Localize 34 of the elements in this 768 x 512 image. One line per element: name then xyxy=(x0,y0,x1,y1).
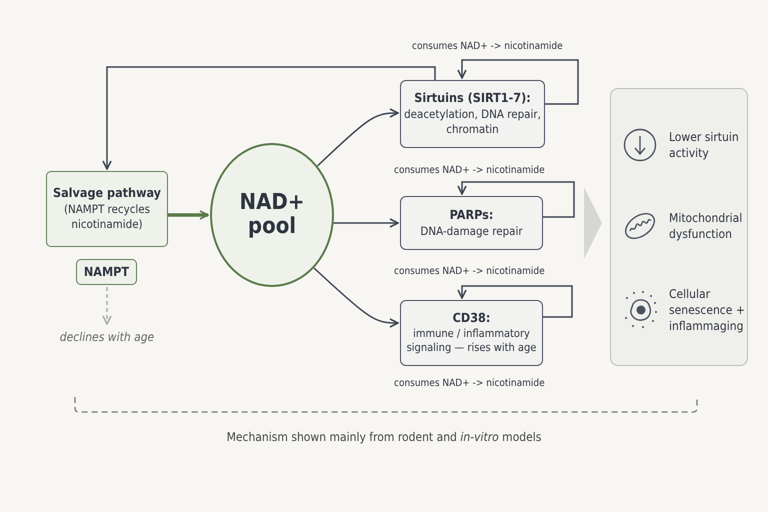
box-title: Sirtuins (SIRT1-7): xyxy=(414,90,531,107)
arrow xyxy=(334,218,399,228)
arrow xyxy=(102,287,112,325)
box-title: PARPs: xyxy=(450,206,494,224)
arrow xyxy=(457,285,573,318)
note-text: declines with age xyxy=(60,328,154,346)
enzyme-box xyxy=(400,300,543,366)
arrow xyxy=(316,108,399,167)
arrow xyxy=(168,210,209,220)
arrow xyxy=(313,267,399,328)
box-description: immune / inflammatory signaling — rises with age xyxy=(406,326,538,356)
box-description: (NAMPT recycles nicotinamide) xyxy=(62,202,152,233)
box-title: Salvage pathway xyxy=(53,185,161,202)
box-title: NAMPT xyxy=(84,264,130,280)
outcome-text: Mitochondrial dysfunction xyxy=(669,210,743,242)
process-box xyxy=(46,171,168,247)
box-description: deacetylation, DNA repair, chromatin xyxy=(403,106,542,138)
enzyme-box xyxy=(400,196,543,250)
outcome-text: Lower sirtuin activity xyxy=(669,128,740,162)
outcome-text: Cellular senescence + inflammaging xyxy=(669,286,746,334)
enzyme-box xyxy=(76,259,137,285)
consumption-note: consumes NAD+ -> nicotinamide xyxy=(412,41,563,52)
arrow xyxy=(457,59,579,105)
consumption-note: consumes NAD+ -> nicotinamide xyxy=(394,378,545,389)
box-description: DNA-damage repair xyxy=(420,224,523,240)
caption: Mechanism shown mainly from rodent and in-vitro models xyxy=(226,430,542,444)
enzyme-box xyxy=(400,80,545,148)
consumption-note: consumes NAD+ -> nicotinamide xyxy=(394,165,545,176)
pool-label: NAD+ pool xyxy=(238,190,306,240)
arrow xyxy=(102,66,436,170)
arrow xyxy=(457,181,575,218)
consumption-note: consumes NAD+ -> nicotinamide xyxy=(394,266,545,277)
box-title: CD38: xyxy=(452,310,490,327)
outcome-panel xyxy=(610,88,748,366)
